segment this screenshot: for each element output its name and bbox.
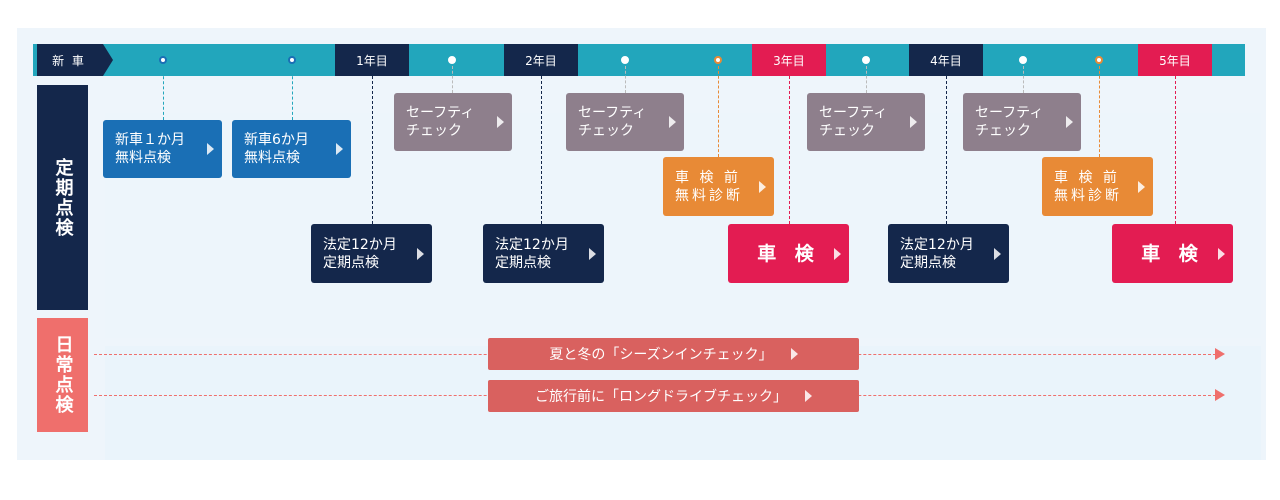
timeline-dot-precheck-2	[1095, 56, 1103, 64]
chevron-right-icon	[1138, 180, 1145, 193]
new-car-label: 新 車	[52, 53, 86, 68]
arrow-right-icon	[1215, 389, 1225, 401]
card-legal-12-month-4[interactable]: 法定12か月 定期点検	[888, 224, 1009, 283]
chevron-right-icon	[834, 247, 841, 260]
card-pre-inspection-1[interactable]: 車 検 前 無料診断	[663, 157, 774, 216]
chevron-right-icon	[759, 180, 766, 193]
timeline-dot-safety-2	[621, 56, 629, 64]
card-label: 法定12か月 定期点検	[495, 236, 569, 271]
periodic-inspection-band: 定期点検	[37, 85, 88, 310]
card-shaken-year-5[interactable]: 車 検	[1112, 224, 1233, 283]
card-new-car-6-month[interactable]: 新車6か月 無料点検	[232, 120, 351, 178]
card-label: 車 検	[1141, 242, 1204, 265]
card-safety-check-4[interactable]: セーフティ チェック	[963, 93, 1081, 151]
connector-year-1	[372, 76, 373, 224]
long-drive-check-button[interactable]: ご旅行前に「ロングドライブチェック」	[488, 380, 859, 412]
card-label: 新車6か月 無料点検	[244, 132, 309, 166]
card-new-car-1-month[interactable]: 新車１か月 無料点検	[103, 120, 222, 178]
chevron-right-icon	[790, 348, 798, 360]
card-label: セーフティ チェック	[819, 105, 888, 139]
timeline-dot-safety-4	[1019, 56, 1027, 64]
daily-inspection-band: 日常点検	[37, 318, 88, 432]
connector-6m	[292, 66, 293, 120]
card-label: 車 検 前 無料診断	[1054, 169, 1122, 204]
start-tab	[37, 44, 113, 76]
card-label: 車 検	[757, 242, 820, 265]
timeline-dot-6m	[288, 56, 296, 64]
timeline-dot-safety-1	[448, 56, 456, 64]
year-marker-1: 1年目	[335, 44, 409, 76]
card-safety-check-3[interactable]: セーフティ チェック	[807, 93, 925, 151]
year-marker-3: 3年目	[752, 44, 826, 76]
card-shaken-year-3[interactable]: 車 検	[728, 224, 849, 283]
connector-1m	[163, 66, 164, 120]
chevron-right-icon	[1218, 247, 1225, 260]
chevron-right-icon	[589, 247, 596, 260]
connector-year-2	[541, 76, 542, 224]
chevron-right-icon	[417, 247, 424, 260]
timeline-dot-precheck-1	[714, 56, 722, 64]
card-safety-check-1[interactable]: セーフティ チェック	[394, 93, 512, 151]
timeline-dot-safety-3	[862, 56, 870, 64]
chevron-right-icon	[207, 143, 214, 155]
card-legal-12-month-2[interactable]: 法定12か月 定期点検	[483, 224, 604, 283]
card-label: セーフティ チェック	[578, 105, 647, 139]
year-marker-4: 4年目	[909, 44, 983, 76]
chevron-right-icon	[497, 116, 504, 128]
chevron-right-icon	[805, 390, 812, 402]
card-legal-12-month-1[interactable]: 法定12か月 定期点検	[311, 224, 432, 283]
chevron-right-icon	[910, 116, 917, 128]
arrow-right-icon	[1215, 348, 1225, 360]
card-label: 法定12か月 定期点検	[900, 236, 974, 271]
card-safety-check-2[interactable]: セーフティ チェック	[566, 93, 684, 151]
pill-label: 夏と冬の「シーズンインチェック」	[549, 347, 773, 363]
connector-year-3	[789, 76, 790, 224]
connector-safety-4	[1023, 66, 1024, 93]
season-in-check-button[interactable]: 夏と冬の「シーズンインチェック」	[488, 338, 859, 370]
year-marker-2: 2年目	[504, 44, 578, 76]
connector-year-4	[946, 76, 947, 224]
chevron-right-icon	[336, 143, 343, 155]
card-label: 新車１か月 無料点検	[115, 132, 185, 166]
connector-year-5	[1175, 76, 1176, 224]
card-label: 車 検 前 無料診断	[675, 169, 743, 204]
chevron-right-icon	[669, 116, 676, 128]
connector-precheck-1	[718, 66, 719, 157]
year-marker-5: 5年目	[1138, 44, 1212, 76]
connector-safety-1	[452, 66, 453, 93]
pill-label: ご旅行前に「ロングドライブチェック」	[535, 389, 787, 405]
card-label: セーフティ チェック	[406, 105, 475, 139]
card-label: 法定12か月 定期点検	[323, 236, 397, 271]
timeline-bar	[33, 44, 1245, 76]
card-label: セーフティ チェック	[975, 105, 1044, 139]
connector-precheck-2	[1099, 66, 1100, 157]
chevron-right-icon	[1066, 116, 1073, 128]
connector-safety-2	[625, 66, 626, 93]
chevron-right-icon	[994, 247, 1001, 260]
connector-safety-3	[866, 66, 867, 93]
card-pre-inspection-2[interactable]: 車 検 前 無料診断	[1042, 157, 1153, 216]
timeline-dot-1m	[159, 56, 167, 64]
